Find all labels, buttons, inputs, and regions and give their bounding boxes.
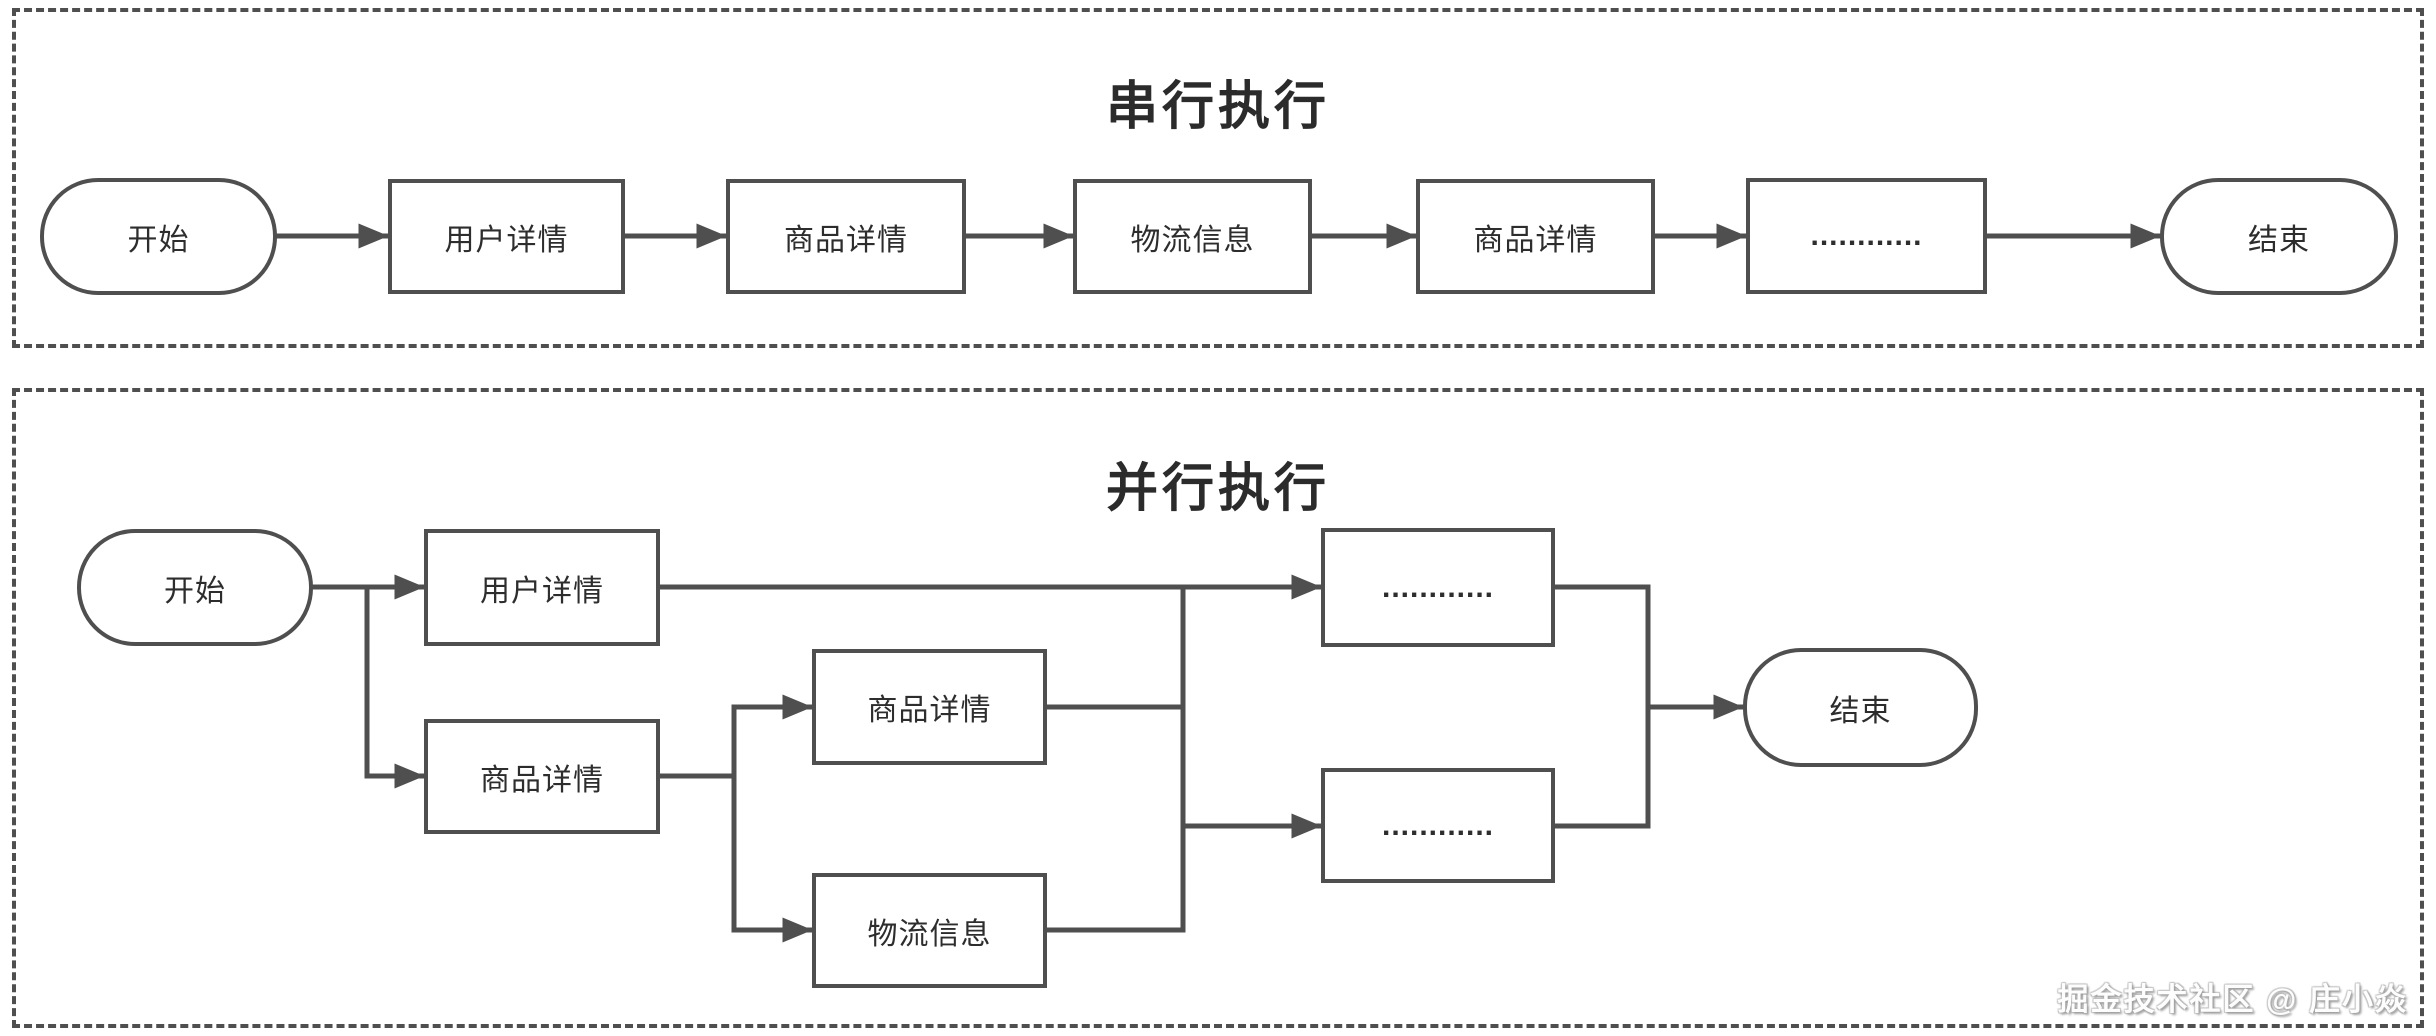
- serial-user-detail-node: 用户详情: [388, 179, 625, 294]
- serial-execution-section: [12, 8, 2424, 348]
- parallel-logistics-label: 物流信息: [867, 917, 992, 951]
- parallel-user-detail-node: 用户详情: [424, 529, 660, 646]
- parallel-section-title: 并行执行: [1105, 460, 1330, 518]
- parallel-start-node: 开始: [77, 529, 313, 646]
- serial-logistics-node: 物流信息: [1073, 179, 1312, 294]
- serial-product-detail-1-label: 商品详情: [784, 223, 908, 257]
- parallel-more-bottom-node: ............: [1321, 768, 1555, 883]
- parallel-product-detail-1-label: 商品详情: [480, 763, 604, 797]
- serial-start-node: 开始: [40, 178, 277, 295]
- parallel-end-node: 结束: [1743, 648, 1978, 767]
- serial-product-detail-2-node: 商品详情: [1416, 179, 1655, 294]
- serial-product-detail-2-label: 商品详情: [1473, 223, 1598, 257]
- serial-end-label: 结束: [2248, 223, 2310, 257]
- serial-logistics-label: 物流信息: [1130, 223, 1255, 257]
- serial-product-detail-1-node: 商品详情: [726, 179, 966, 294]
- watermark-text: 掘金技术社区 @ 庄小焱: [2057, 982, 2408, 1017]
- parallel-more-top-node: ............: [1321, 528, 1555, 647]
- parallel-more-bottom-label: ............: [1381, 808, 1495, 842]
- parallel-product-detail-2-node: 商品详情: [812, 649, 1047, 765]
- parallel-end-label: 结束: [1829, 694, 1892, 728]
- serial-section-title: 串行执行: [1105, 78, 1330, 136]
- serial-end-node: 结束: [2160, 178, 2398, 295]
- parallel-start-label: 开始: [164, 574, 226, 608]
- parallel-arrows: [310, 574, 1744, 943]
- serial-start-label: 开始: [127, 223, 190, 257]
- serial-more-node: ............: [1746, 178, 1987, 294]
- serial-more-label: ............: [1810, 219, 1923, 252]
- parallel-product-detail-2-label: 商品详情: [867, 694, 992, 727]
- parallel-user-detail-label: 用户详情: [480, 574, 604, 608]
- parallel-more-top-label: ............: [1381, 570, 1495, 604]
- parallel-logistics-node: 物流信息: [812, 873, 1047, 988]
- parallel-execution-section: [12, 388, 2424, 1028]
- serial-user-detail-label: 用户详情: [444, 223, 569, 257]
- parallel-product-detail-1-node: 商品详情: [424, 719, 660, 834]
